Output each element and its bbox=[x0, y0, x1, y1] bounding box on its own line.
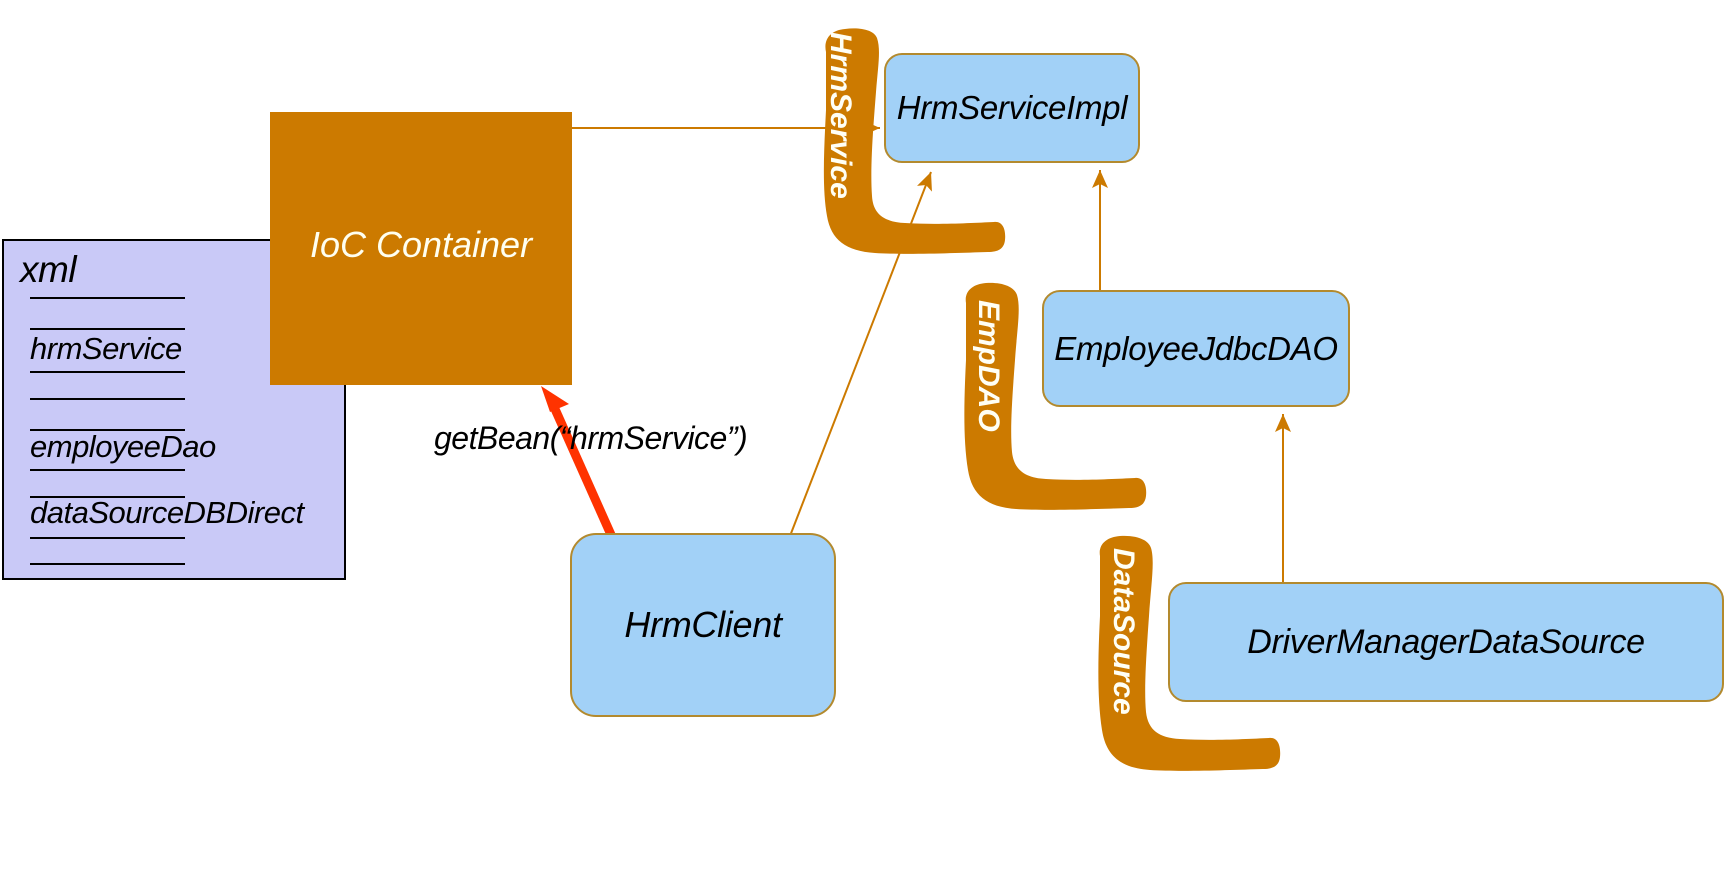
xml-rule bbox=[30, 563, 185, 565]
pipe-label-datasource: DataSource bbox=[1107, 548, 1140, 715]
xml-rule bbox=[30, 469, 185, 471]
xml-rule bbox=[30, 371, 185, 373]
connector-hrmclient-to-hrmserviceimpl bbox=[789, 171, 932, 537]
pipe-label-empdao: EmpDAO bbox=[972, 300, 1005, 432]
xml-rule bbox=[30, 328, 185, 330]
class-label-hrmclient: HrmClient bbox=[624, 604, 782, 645]
xml-entry-hrmservice: hrmService bbox=[30, 331, 182, 366]
xml-entry-datasource: dataSourceDBDirect bbox=[30, 495, 304, 530]
xml-rule bbox=[30, 429, 185, 431]
getbean-arrow-red bbox=[541, 386, 617, 539]
class-box-drivermanager: DriverManagerDataSource bbox=[1168, 582, 1724, 702]
class-box-hrmserviceimpl: HrmServiceImpl bbox=[884, 53, 1140, 163]
pipe-label-hrmservice: HrmService bbox=[824, 32, 857, 199]
class-label-employeejdbcdao: EmployeeJdbcDAO bbox=[1054, 329, 1338, 367]
getbean-caption: getBean(“hrmService”) bbox=[434, 420, 748, 456]
ioc-container-box: IoC Container bbox=[270, 112, 572, 385]
xml-rule bbox=[30, 398, 185, 400]
class-label-hrmserviceimpl: HrmServiceImpl bbox=[896, 89, 1128, 126]
xml-rule bbox=[30, 537, 185, 539]
class-label-drivermanager: DriverManagerDataSource bbox=[1247, 622, 1645, 661]
pipe-shape-empdao bbox=[964, 282, 1147, 510]
xml-rule bbox=[30, 496, 185, 498]
pipe-shape-hrmservice bbox=[823, 28, 1006, 254]
xml-rule bbox=[30, 297, 185, 299]
xml-entry-employeedao: employeeDao bbox=[30, 429, 216, 464]
class-box-hrmclient: HrmClient bbox=[570, 533, 836, 717]
pipe-shape-datasource bbox=[1098, 535, 1281, 771]
xml-panel-title: xml bbox=[20, 249, 77, 290]
ioc-container-label: IoC Container bbox=[309, 224, 533, 265]
class-box-employeejdbcdao: EmployeeJdbcDAO bbox=[1042, 290, 1350, 407]
